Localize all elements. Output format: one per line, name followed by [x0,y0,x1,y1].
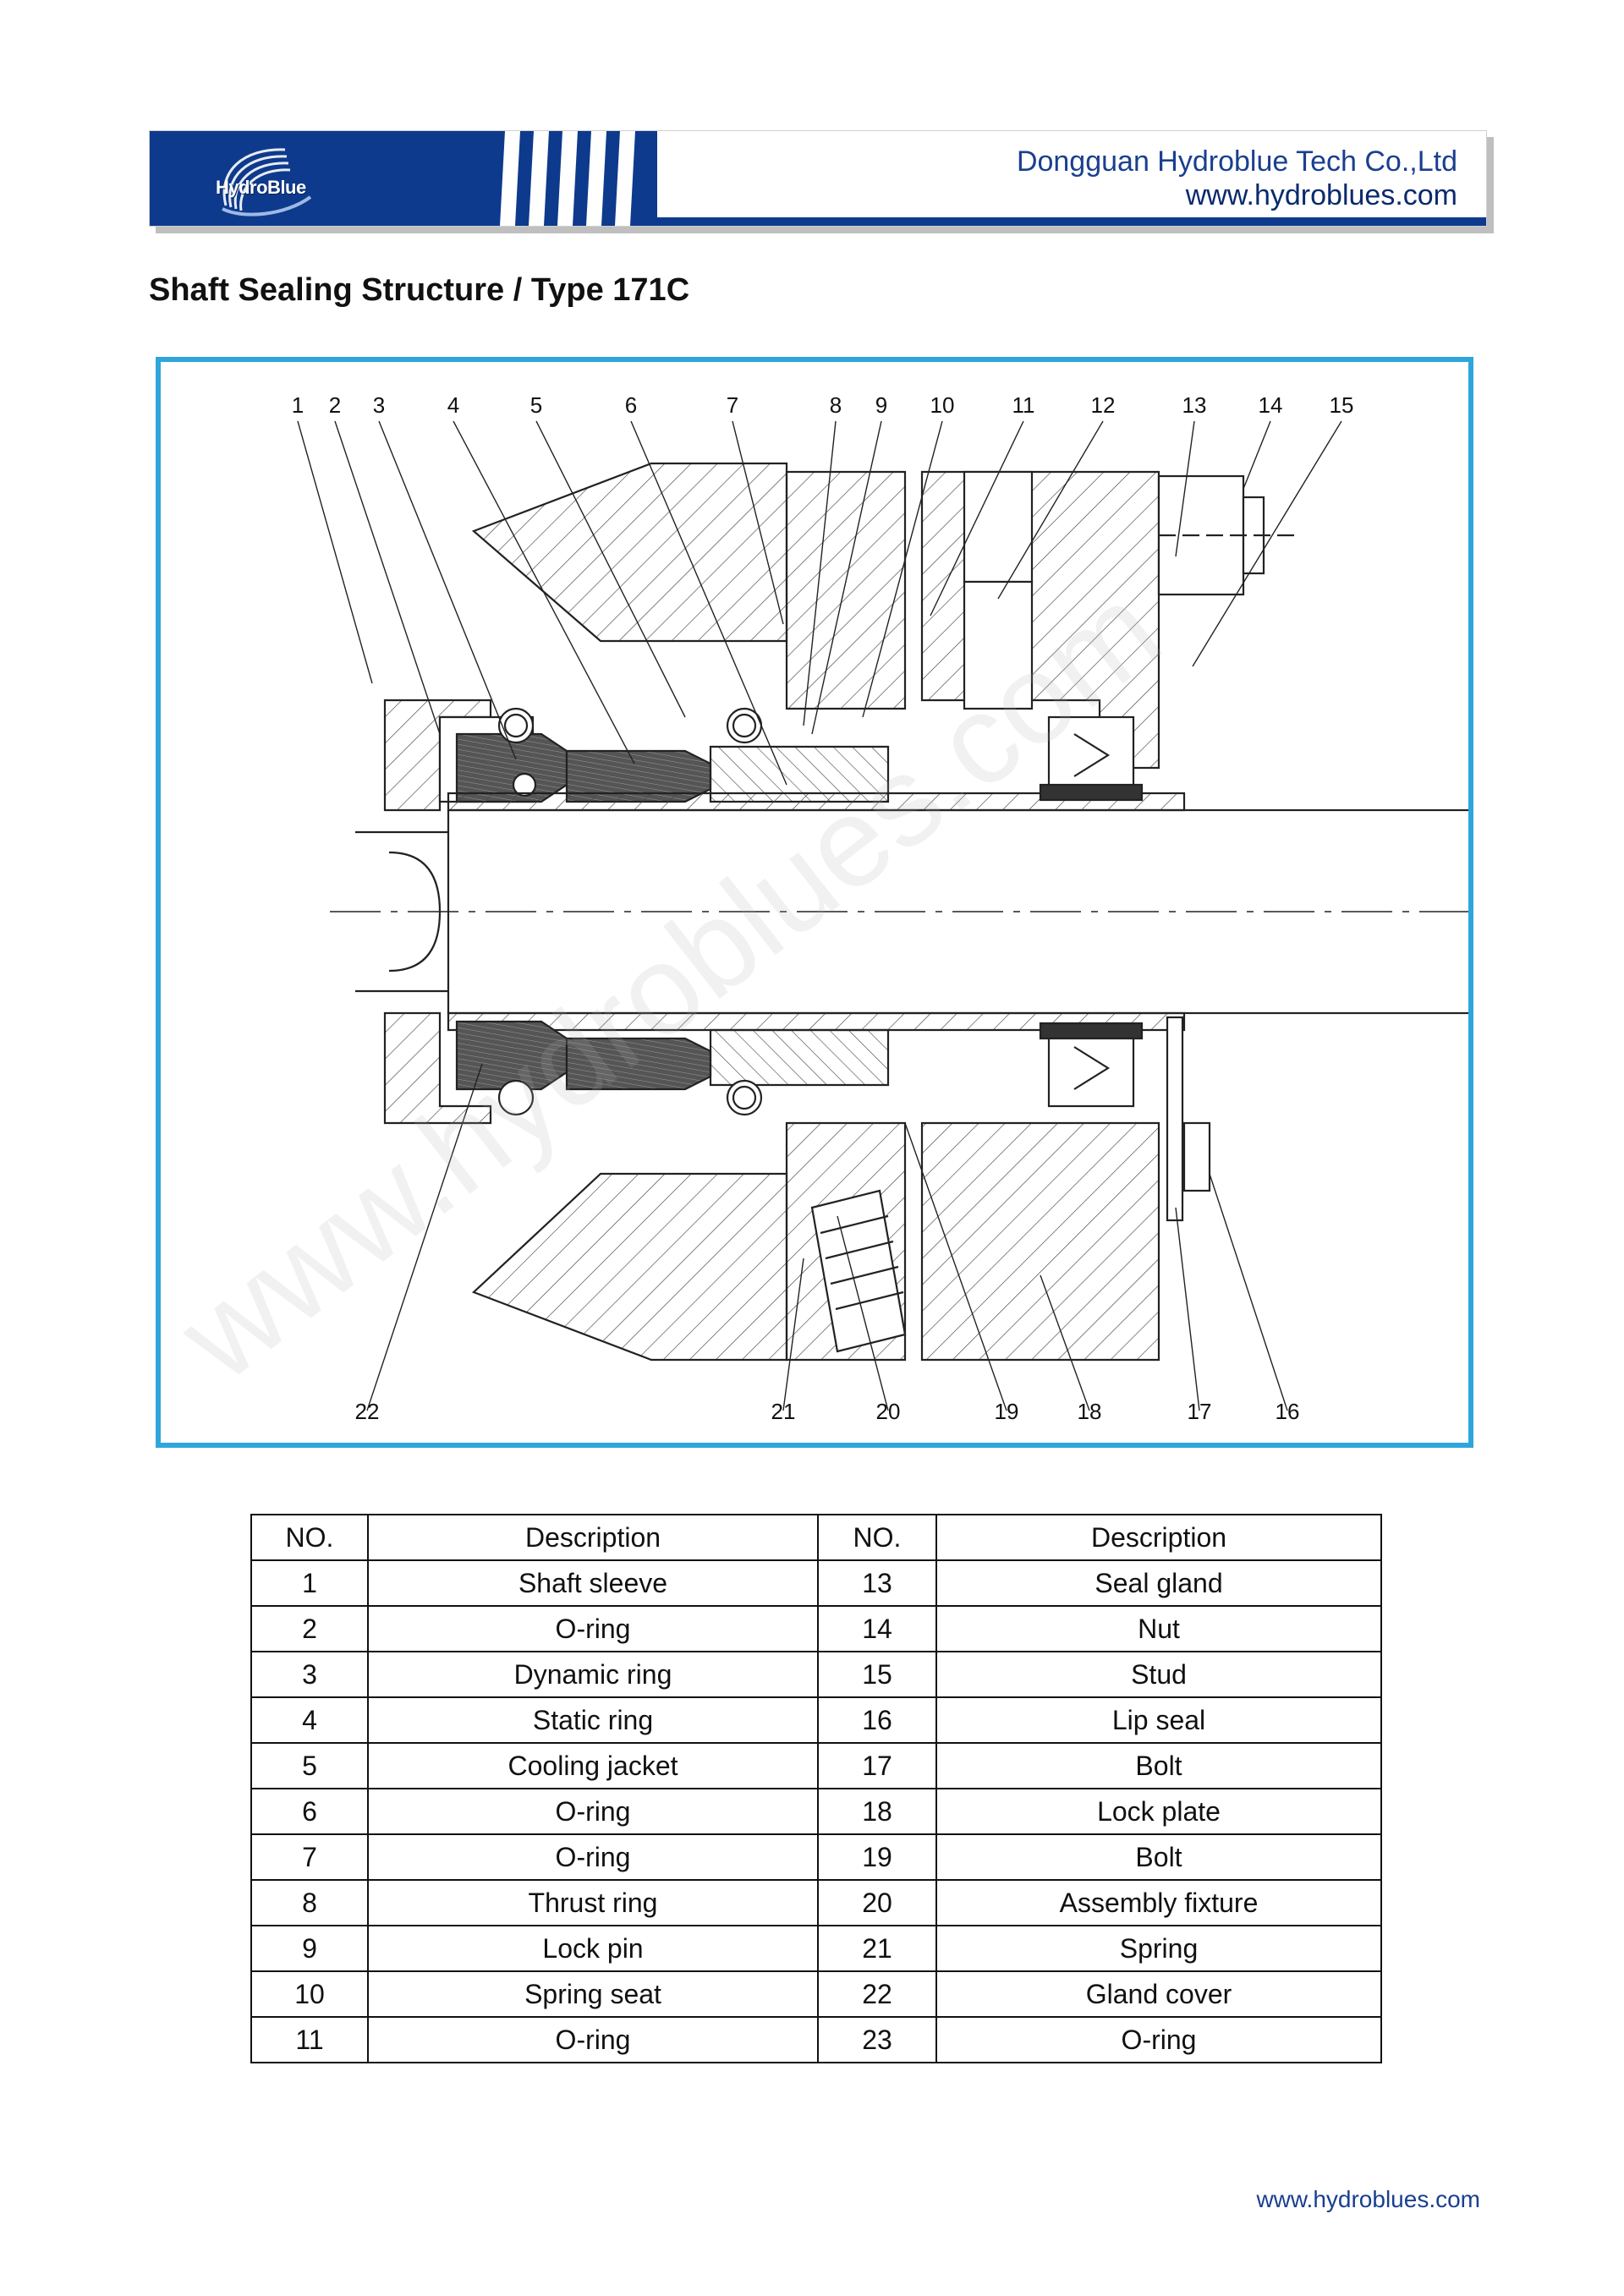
callout-label: 6 [624,392,638,418]
part-number: 21 [817,1925,937,1972]
part-description: Lip seal [935,1696,1382,1744]
callout-label: 14 [1258,392,1283,418]
part-description: Seal gland [935,1559,1382,1607]
part-description: Static ring [367,1696,819,1744]
part-number: 18 [817,1788,937,1835]
callout-label: 7 [726,392,739,418]
part-description: Gland cover [935,1970,1382,2018]
callout-label: 3 [372,392,386,418]
callout-label: 8 [829,392,842,418]
part-description: O-ring [367,2016,819,2063]
callout-label: 13 [1182,392,1207,418]
callout-label: 10 [930,392,955,418]
table-row: 8 Thrust ring 20 Assembly fixture [250,1879,1382,1926]
company-url: www.hydroblues.com [1185,179,1457,211]
part-number: 23 [817,2016,937,2063]
column-header: NO. [250,1514,369,1561]
table-row: 11 O-ring 23 O-ring [250,2016,1382,2063]
table-row: 4 Static ring 16 Lip seal [250,1696,1382,1744]
header-stripes [500,131,635,226]
callout-label: 18 [1077,1399,1102,1424]
part-number: 1 [250,1559,369,1607]
callout-label: 4 [447,392,460,418]
table-row: 2 O-ring 14 Nut [250,1605,1382,1652]
callout-label: 19 [994,1399,1019,1424]
part-number: 3 [250,1651,369,1698]
part-description: Spring seat [367,1970,819,2018]
callout-label: 16 [1275,1399,1300,1424]
part-description: Shaft sleeve [367,1559,819,1607]
column-header: NO. [817,1514,937,1561]
column-header: Description [935,1514,1382,1561]
part-description: Assembly fixture [935,1879,1382,1926]
table-header-row: NO. Description NO. Description [250,1514,1382,1561]
callout-label: 11 [1012,392,1035,418]
part-number: 13 [817,1559,937,1607]
callout-label: 9 [875,392,888,418]
footer-url-link[interactable]: www.hydroblues.com [1256,2186,1480,2212]
part-number: 19 [817,1833,937,1881]
part-number: 2 [250,1605,369,1652]
hydroblue-logo-icon [222,148,312,216]
part-description: Cooling jacket [367,1742,819,1789]
part-description: O-ring [367,1605,819,1652]
callout-label: 21 [771,1399,796,1424]
table-row: 5 Cooling jacket 17 Bolt [250,1742,1382,1789]
part-description: O-ring [935,2016,1382,2063]
part-number: 20 [817,1879,937,1926]
part-number: 15 [817,1651,937,1698]
header-brand-panel: HydroBlue [150,131,657,226]
table-row: 7 O-ring 19 Bolt [250,1833,1382,1881]
callout-label: 15 [1329,392,1354,418]
company-block: Dongguan Hydroblue Tech Co.,Ltd www.hydr… [1017,145,1457,212]
part-number: 14 [817,1605,937,1652]
callout-label: 2 [328,392,342,418]
part-description: Lock pin [367,1925,819,1972]
seal-cross-section-drawing [297,420,1468,1411]
seal-drawing-frame: 1 2 3 4 5 6 7 8 9 10 11 12 13 14 15 22 2… [156,357,1473,1448]
table-row: 3 Dynamic ring 15 Stud [250,1651,1382,1698]
header-banner: HydroBlue Dongguan Hydroblue Tech Co.,Lt… [149,130,1487,227]
part-number: 4 [250,1696,369,1744]
part-number: 7 [250,1833,369,1881]
part-description: Nut [935,1605,1382,1652]
callout-label: 20 [875,1399,901,1424]
part-description: Thrust ring [367,1879,819,1926]
callout-label: 17 [1187,1399,1212,1424]
column-header: Description [367,1514,819,1561]
part-description: Bolt [935,1742,1382,1789]
part-number: 16 [817,1696,937,1744]
table-row: 6 O-ring 18 Lock plate [250,1788,1382,1835]
part-description: Dynamic ring [367,1651,819,1698]
part-description: Lock plate [935,1788,1382,1835]
part-number: 11 [250,2016,369,2063]
company-name: Dongguan Hydroblue Tech Co.,Ltd [1016,145,1457,178]
part-number: 10 [250,1970,369,2018]
part-description: Bolt [935,1833,1382,1881]
part-description: Stud [935,1651,1382,1698]
part-description: O-ring [367,1788,819,1835]
table-row: 1 Shaft sleeve 13 Seal gland [250,1559,1382,1607]
logo-text: HydroBlue [216,177,306,198]
page-title: Shaft Sealing Structure / Type 171C [149,272,690,308]
part-number: 8 [250,1879,369,1926]
callout-label: 1 [291,392,304,418]
part-number: 9 [250,1925,369,1972]
header-rule [657,217,1486,226]
parts-table: NO. Description NO. Description 1 Shaft … [250,1514,1382,2063]
table-row: 9 Lock pin 21 Spring [250,1925,1382,1972]
callout-label: 12 [1090,392,1116,418]
part-number: 22 [817,1970,937,2018]
callout-label: 5 [529,392,543,418]
callout-label: 22 [354,1399,380,1424]
part-description: Spring [935,1925,1382,1972]
part-description: O-ring [367,1833,819,1881]
part-number: 17 [817,1742,937,1789]
part-number: 6 [250,1788,369,1835]
table-row: 10 Spring seat 22 Gland cover [250,1970,1382,2018]
part-number: 5 [250,1742,369,1789]
